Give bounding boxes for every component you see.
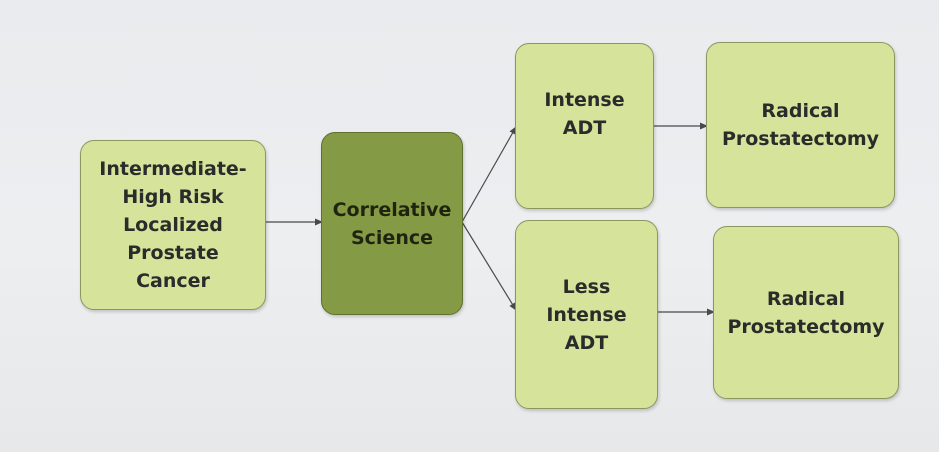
node-less-intense-adt: Less Intense ADT [515, 220, 658, 409]
node-radical-prostatectomy-top: Radical Prostatectomy [706, 42, 895, 208]
arrow-correlative-to-less-intense [461, 221, 517, 311]
node-intense-adt: Intense ADT [515, 43, 654, 209]
node-radical-prostatectomy-bottom: Radical Prostatectomy [713, 226, 899, 399]
arrow-correlative-to-intense [461, 126, 517, 223]
node-risk-group: Intermediate- High Risk Localized Prosta… [80, 140, 266, 310]
node-correlative-science: Correlative Science [321, 132, 463, 315]
